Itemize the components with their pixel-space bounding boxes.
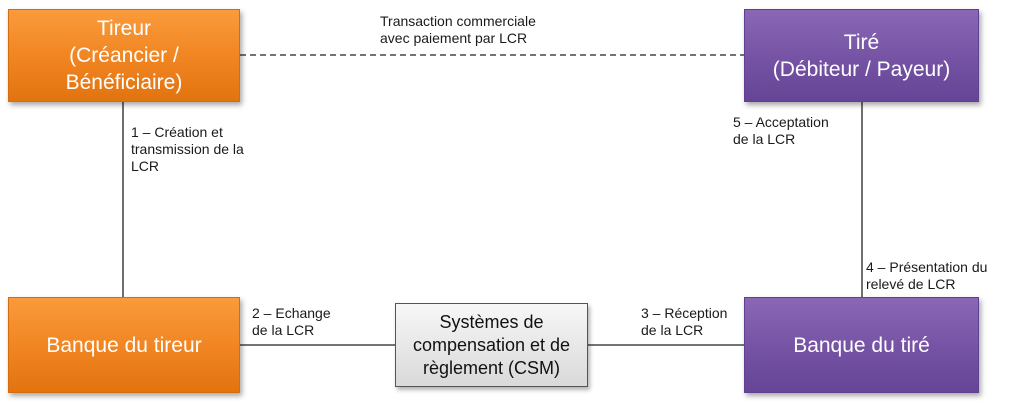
step2-label: 2 – Echange de la LCR: [252, 305, 331, 338]
tireur-box: Tireur (Créancier / Bénéficiaire): [8, 9, 240, 102]
step5-label: 5 – Acceptation de la LCR: [733, 114, 829, 147]
csm-box: Systèmes de compensation et de règlement…: [395, 303, 588, 387]
transaction-label: Transaction commerciale avec paiement pa…: [380, 13, 536, 46]
banque-tireur-box: Banque du tireur: [8, 297, 240, 393]
step3-label: 3 – Réception de la LCR: [641, 305, 728, 338]
step1-label: 1 – Création et transmission de la LCR: [131, 124, 244, 174]
tire-box: Tiré (Débiteur / Payeur): [744, 9, 979, 102]
banque-tire-box: Banque du tiré: [744, 297, 979, 393]
step4-label: 4 – Présentation du relevé de LCR: [866, 259, 988, 292]
